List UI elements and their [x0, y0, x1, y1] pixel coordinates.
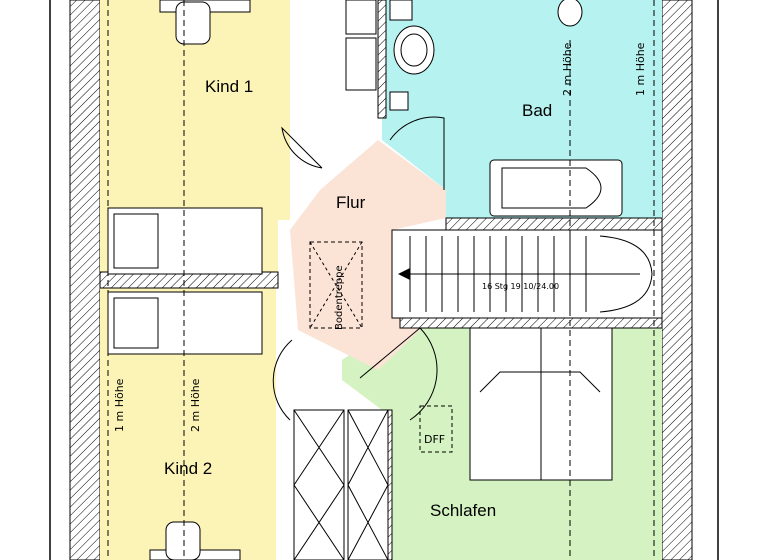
attic-ladder-label: Bodentreppe — [334, 265, 345, 330]
roof-window — [419, 405, 453, 453]
wall-stair-south — [399, 317, 663, 329]
room-label-kind2: Kind 2 — [164, 459, 212, 478]
bed-kind1 — [107, 207, 263, 275]
annotation-bad-2m: 2 m Höhe — [561, 42, 574, 96]
wall-bath-south — [445, 217, 663, 231]
washbasin — [393, 25, 435, 75]
room-label-kind1: Kind 1 — [205, 77, 253, 96]
stair-curve — [599, 235, 653, 313]
bed-schlafen-cover — [479, 371, 601, 393]
chair-kind2 — [165, 521, 201, 560]
door-schlafen — [359, 327, 438, 421]
chair-kind1 — [175, 1, 211, 45]
attic-ladder-cross2 — [309, 241, 363, 329]
height-lines — [107, 0, 655, 560]
wardrobe-right-cross — [347, 409, 389, 560]
room-label-bad: Bad — [522, 101, 552, 120]
bathtub-inner — [501, 167, 602, 209]
attic-ladder — [309, 241, 363, 329]
bath-cabinet — [389, 0, 413, 21]
bed-kind2 — [107, 291, 263, 355]
room-label-flur: Flur — [336, 193, 366, 212]
wall-east — [661, 0, 693, 560]
radiator-box — [345, 0, 377, 35]
wall-west — [69, 0, 101, 560]
wardrobe-left-cross — [293, 409, 345, 560]
stair-arrow-icon — [398, 268, 410, 280]
bed-kind2-pillow — [113, 297, 159, 349]
wardrobe-left — [293, 409, 345, 560]
wardrobe-right — [347, 409, 389, 560]
toilet — [557, 0, 583, 27]
bed-kind1-pillow — [113, 213, 159, 269]
bathtub — [489, 159, 623, 217]
annotation-bad-1m: 1 m Höhe — [634, 42, 647, 96]
door-kind2 — [272, 339, 293, 421]
door-bad — [389, 116, 445, 190]
annotation-kind2-1m: 1 m Höhe — [113, 378, 126, 432]
washbasin-inner — [400, 33, 428, 67]
bath-shelf — [389, 91, 409, 111]
room-label-schlafen: Schlafen — [430, 501, 496, 520]
door-kind1 — [281, 126, 323, 169]
shower-tray — [345, 37, 377, 91]
room-flur — [290, 140, 446, 370]
wall-bath-west — [377, 0, 387, 119]
room-kind1-ext — [278, 0, 290, 220]
annotation-kind2-2m: 2 m Höhe — [189, 378, 202, 432]
roof-window-label: DFF — [424, 433, 445, 446]
stair-label: 16 Stg 19.10/24.00 — [482, 282, 559, 291]
